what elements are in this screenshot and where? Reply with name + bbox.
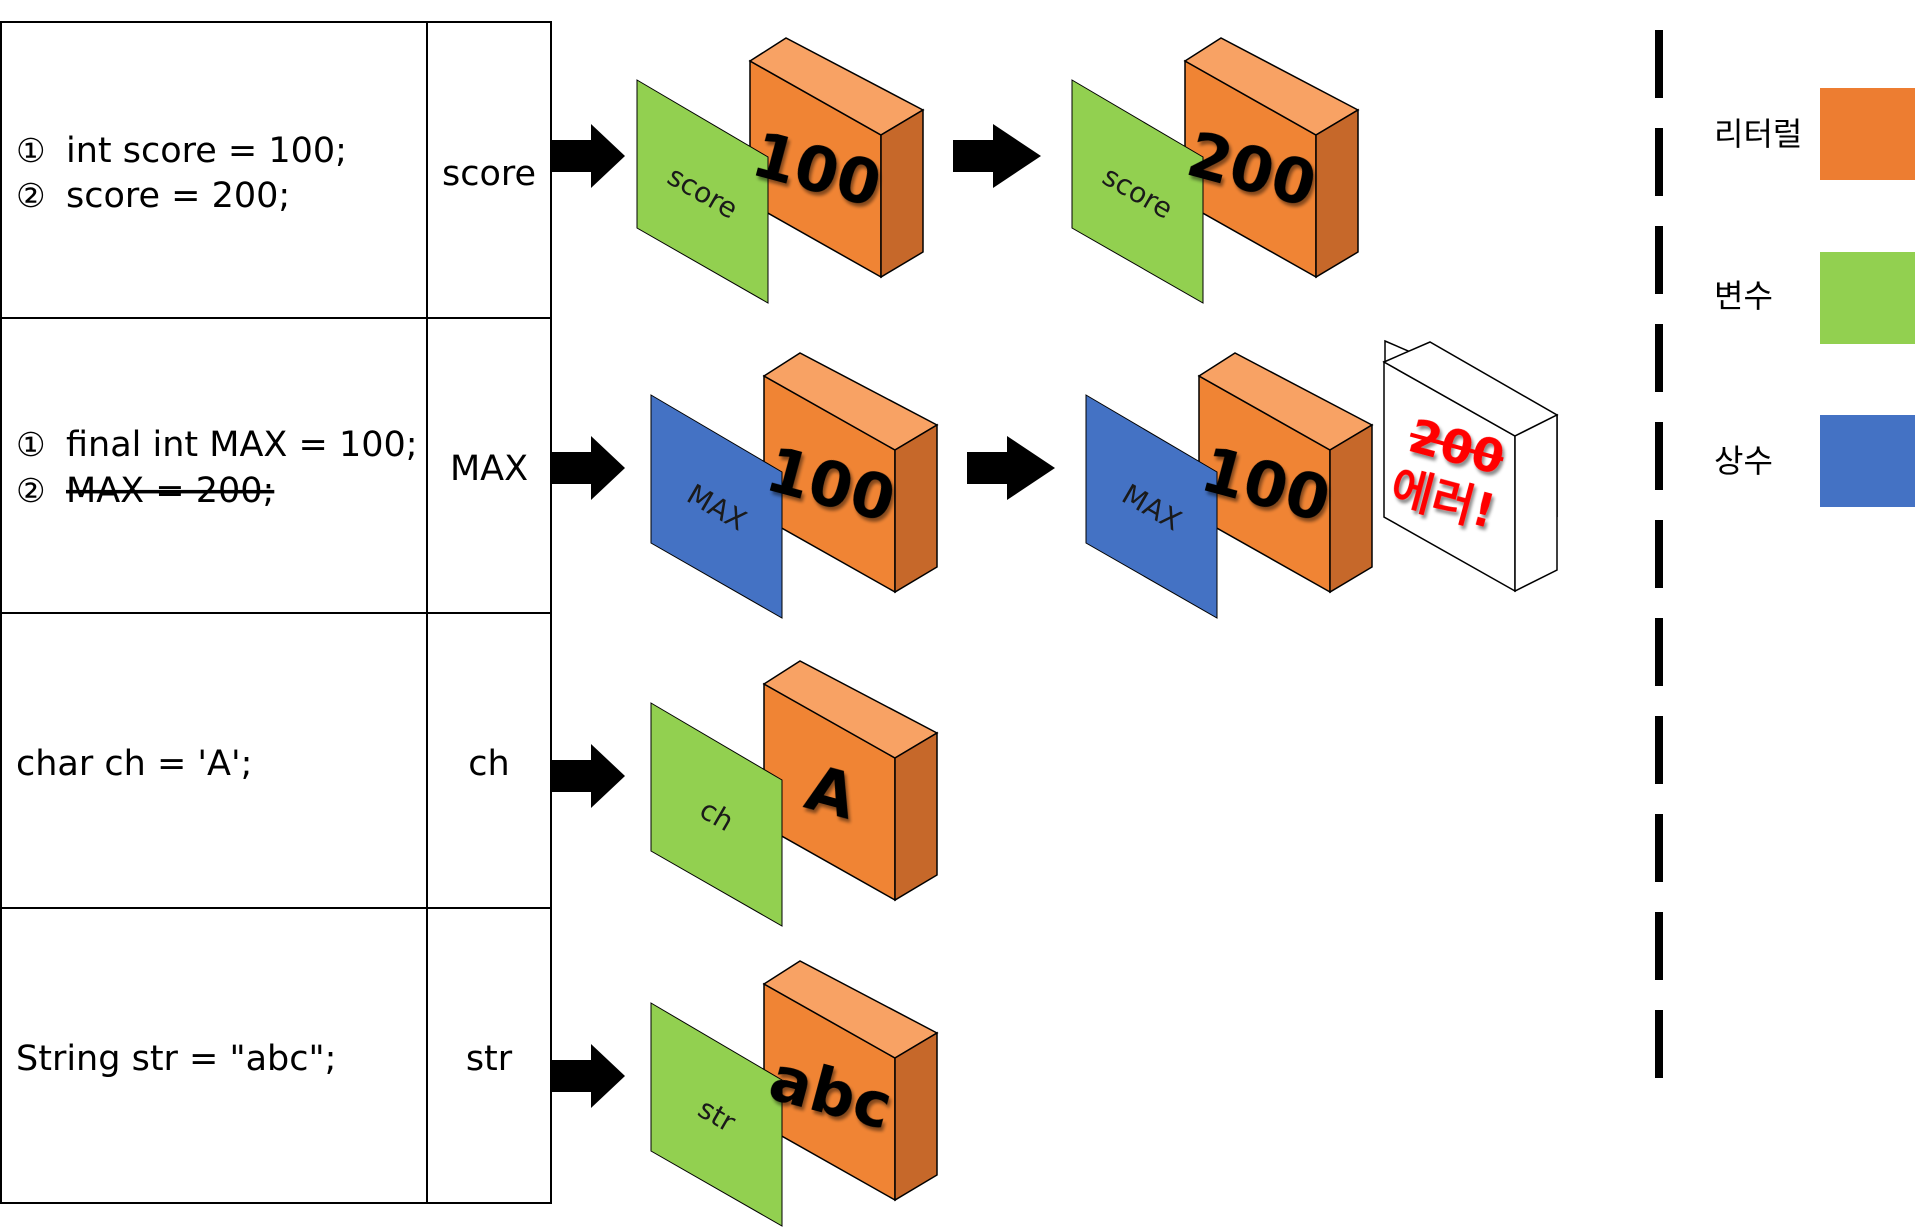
variable-name-cell: score	[442, 154, 536, 194]
code-line-marker: ①	[16, 425, 46, 464]
variable-name-cell: MAX	[450, 449, 528, 489]
arrows	[551, 124, 1055, 1108]
variable-card	[650, 1002, 783, 1227]
arrow-right-icon	[953, 124, 1041, 188]
error-cube-side	[1514, 413, 1558, 593]
legend-swatch-literal	[1820, 88, 1915, 180]
code-line: score = 200;	[66, 176, 290, 216]
literal-cube-side	[1315, 108, 1359, 279]
arrow-right-icon	[967, 436, 1055, 500]
code-line: String str = "abc";	[16, 1039, 336, 1079]
legend-label-variable: 변수	[1714, 277, 1773, 315]
code-cell-score: ① int score = 100; ② score = 200;	[16, 131, 347, 216]
variable-card	[1085, 394, 1218, 619]
variable-card	[636, 79, 769, 304]
variable-card	[650, 394, 783, 619]
literal-cube-side	[894, 1031, 938, 1202]
code-line-marker: ②	[16, 176, 46, 215]
literal-cube-side	[880, 108, 924, 279]
literal-cube-side	[1329, 423, 1373, 594]
arrow-right-icon	[551, 124, 625, 188]
literal-cube-side	[894, 423, 938, 594]
arrow-right-icon	[551, 1044, 625, 1108]
variable-card	[650, 702, 783, 927]
legend-label-literal: 리터럴	[1714, 115, 1802, 153]
variable-name-cell: str	[466, 1039, 513, 1079]
legend: 리터럴 변수 상수	[1714, 88, 1915, 507]
code-table	[0, 21, 552, 1204]
code-line-marker: ①	[16, 131, 46, 170]
code-line: final int MAX = 100;	[66, 425, 418, 465]
legend-label-constant: 상수	[1714, 442, 1773, 480]
code-line: char ch = 'A';	[16, 744, 252, 784]
arrow-right-icon	[551, 436, 625, 500]
legend-swatch-variable	[1820, 252, 1915, 344]
legend-swatch-constant	[1820, 415, 1915, 507]
code-cell-max: ① final int MAX = 100; ② MAX = 200;	[16, 425, 418, 511]
error-rejected-value-strike	[1409, 432, 1504, 462]
code-line-marker: ②	[16, 471, 46, 510]
literal-cube-side	[894, 731, 938, 902]
arrow-right-icon	[551, 744, 625, 808]
variable-card	[1071, 79, 1204, 304]
variable-name-cell: ch	[468, 744, 509, 784]
error-cube: 200 에러!	[1382, 339, 1559, 593]
code-line: int score = 100;	[66, 131, 347, 171]
